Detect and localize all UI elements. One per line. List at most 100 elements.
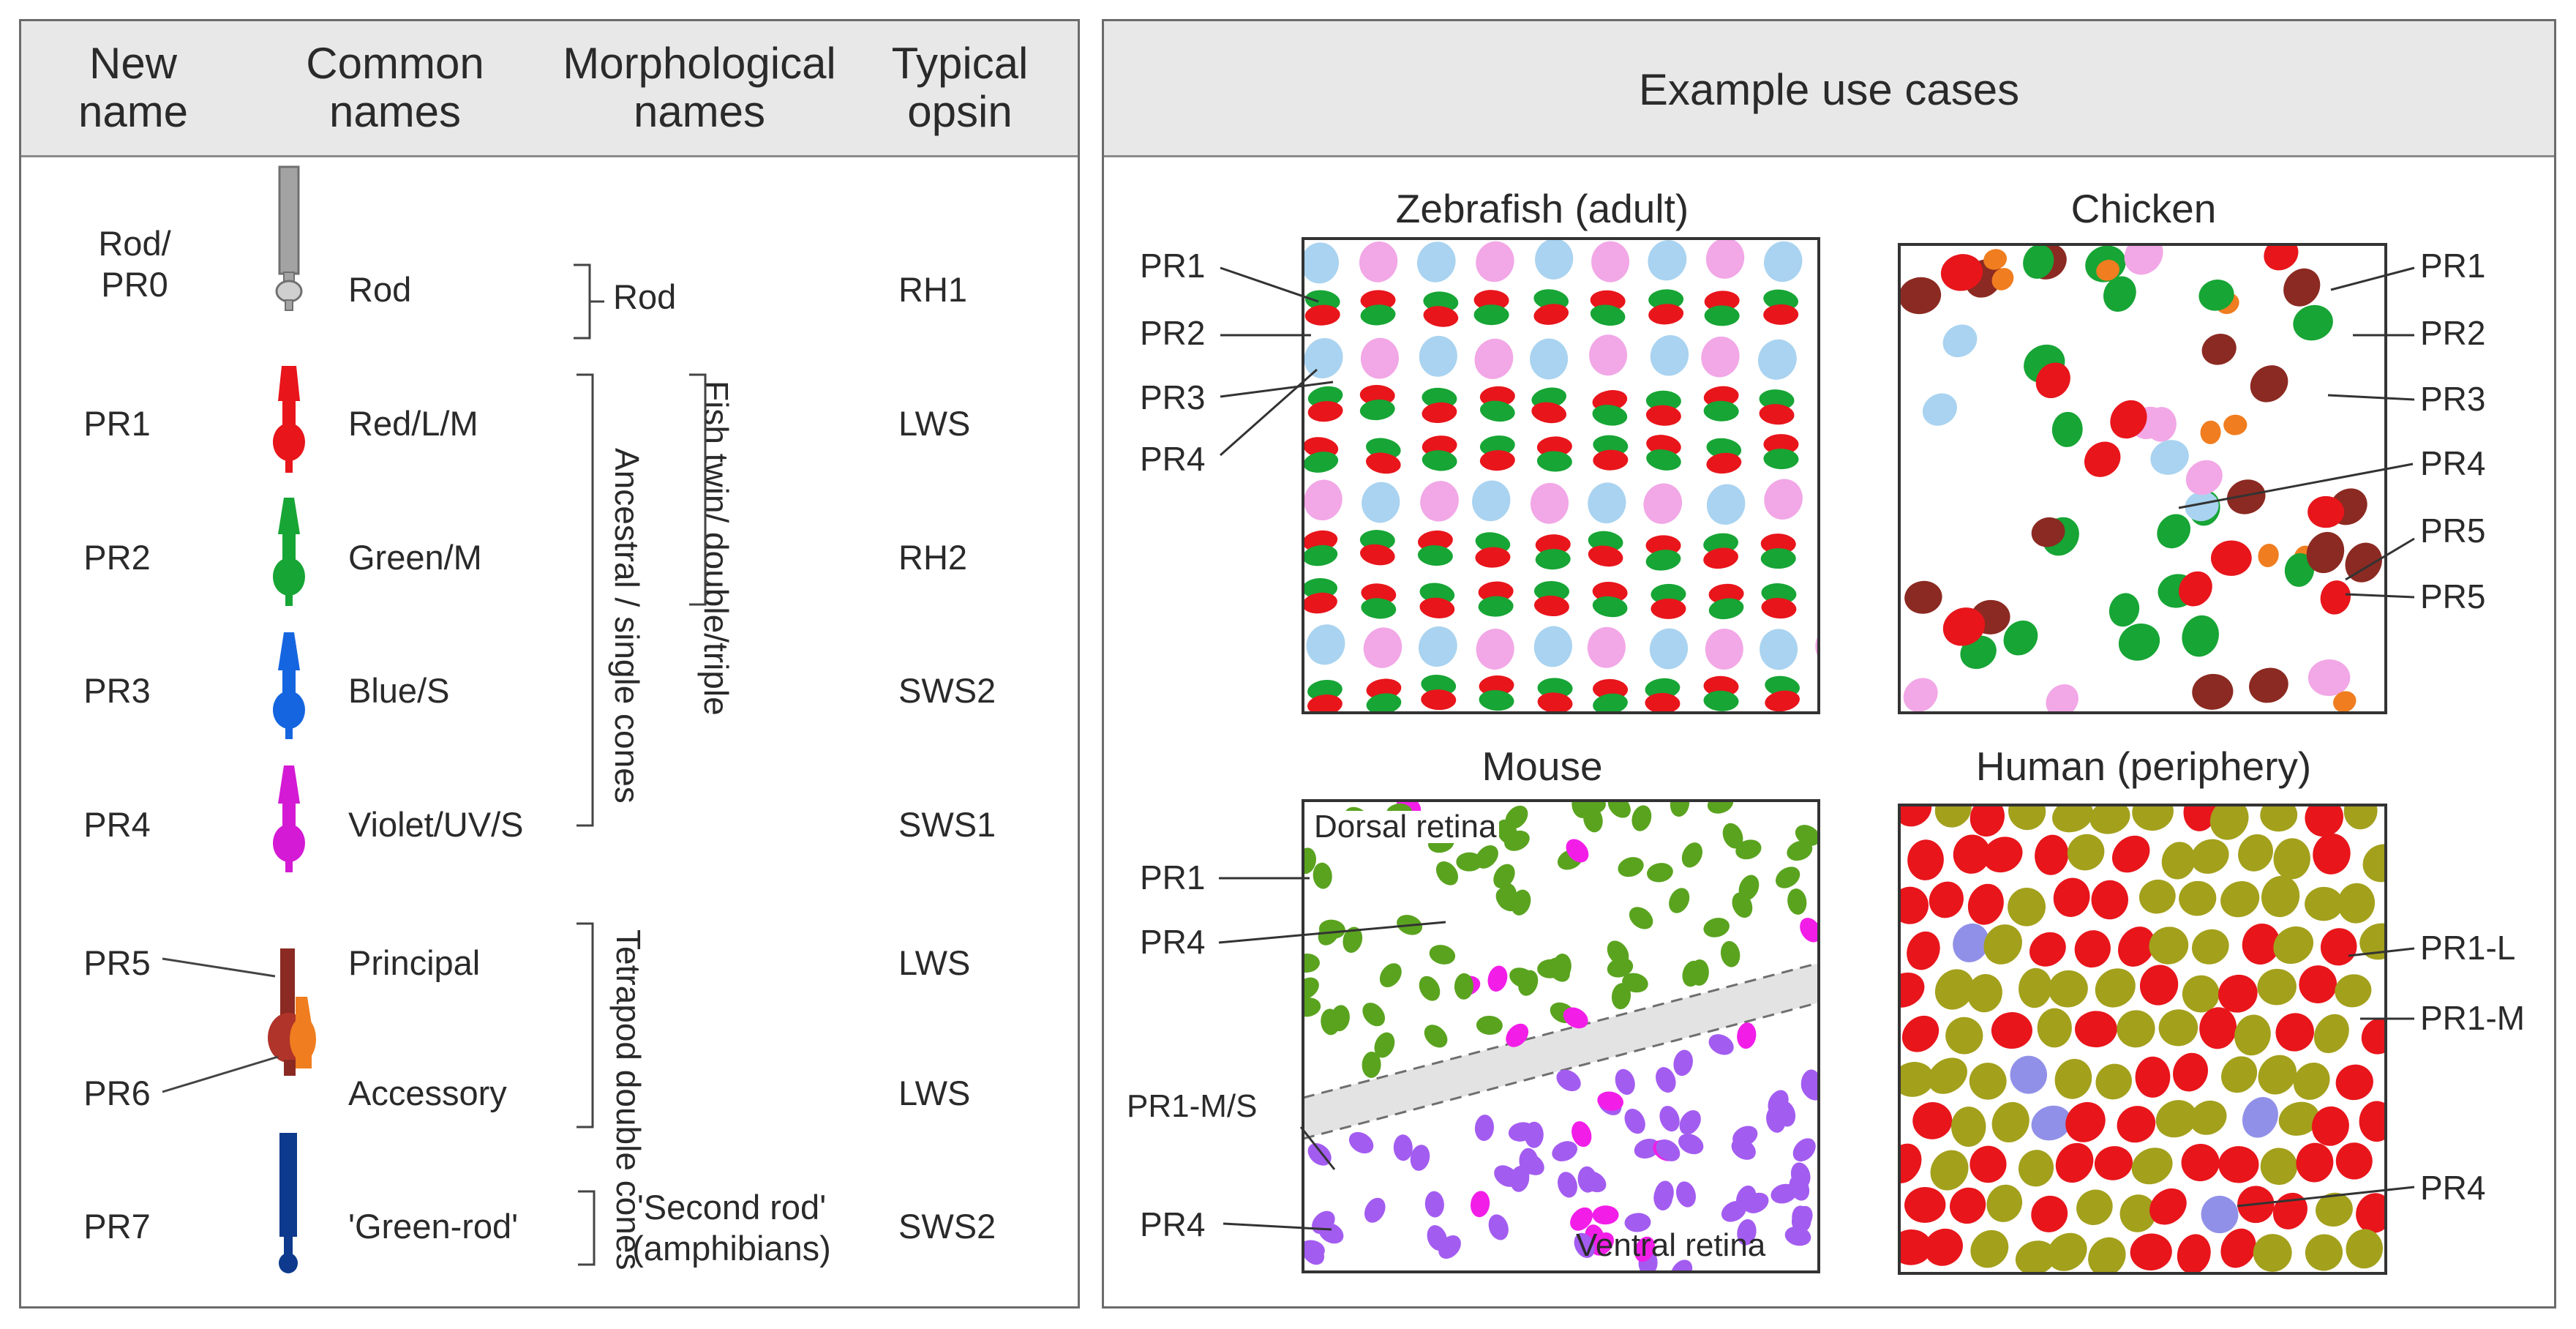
human-cone [2067, 834, 2105, 871]
mouse-cone [1689, 959, 1709, 986]
human-cone [2313, 1014, 2349, 1054]
human-cone [2361, 1018, 2386, 1055]
row-pr7-common-name: 'Green-rod' [348, 1207, 519, 1246]
zebrafish-double-cone-half [1593, 693, 1628, 713]
human-cone [2278, 1101, 2320, 1136]
chicken-pr4-leader [2178, 463, 2414, 509]
zebrafish-double-cone-half [1761, 597, 1797, 619]
zebrafish-double-cone-half [1303, 544, 1338, 566]
zebrafish-double-cone-half [1645, 405, 1681, 426]
zebrafish-double-cone-half [1473, 290, 1509, 311]
human-cone [2037, 1008, 2072, 1048]
zebrafish-uv-blue-cone [1472, 480, 1511, 522]
chicken-title: Chicken [2070, 186, 2217, 231]
human-cone [2343, 805, 2378, 830]
row-pr4-new-name: PR4 [83, 805, 151, 844]
rod-icon [275, 165, 303, 311]
mouse-cone [1737, 1218, 1757, 1246]
human-cone [1899, 1143, 1922, 1184]
human-cone [2220, 1228, 2256, 1268]
human-cone [2052, 805, 2094, 833]
chicken-cone [2333, 691, 2357, 713]
human-cone [2047, 1232, 2087, 1271]
mouse-cone [1454, 973, 1473, 1000]
row-pr5-opsin: LWS [898, 943, 971, 982]
chicken-label-pr3: PR3 [2420, 380, 2486, 418]
human-cone [2019, 967, 2052, 1008]
zebrafish-double-cone-half [1822, 596, 1858, 619]
mouse-cone [1708, 1034, 1734, 1055]
human-cone [2238, 834, 2273, 872]
mouse-cone [1775, 866, 1800, 888]
zebrafish-double-cone-half [1590, 304, 1626, 326]
human-cone [2335, 1064, 2373, 1101]
zebrafish-title: Zebrafish (adult) [1395, 186, 1689, 231]
row-pr7-new-name: PR7 [83, 1207, 151, 1246]
mouse-cone [1518, 970, 1539, 996]
human-cone [1930, 1150, 1969, 1191]
human-cone [2260, 805, 2298, 832]
mouse-cone [1476, 1015, 1503, 1035]
chicken-cone [2192, 673, 2234, 710]
double-cone-icon [268, 948, 316, 1076]
mouse-cone [1566, 839, 1589, 863]
mouse-title: Mouse [1482, 744, 1603, 789]
zebrafish-double-cone-half [1704, 305, 1740, 326]
chicken-cone [2084, 441, 2121, 477]
mouse-cone [1790, 1162, 1811, 1188]
chicken-cone [2250, 365, 2288, 403]
zebrafish-double-cone-half [1533, 580, 1569, 602]
mouse-cone [1669, 888, 1690, 913]
mouse-pr1ms-leader [1299, 1126, 1336, 1170]
human-cone [2346, 1229, 2383, 1269]
mouse-pr4-dorsal-leader [1218, 921, 1446, 944]
chicken-cone [1903, 678, 1938, 712]
chicken-cone [2210, 540, 2252, 576]
bracket-ancestral [577, 373, 594, 827]
chicken-cone [2182, 615, 2219, 657]
mouse-cone [1570, 1207, 1593, 1231]
human-cone [2273, 838, 2310, 880]
zebrafish-double-cone-half [1536, 721, 1574, 746]
chicken-cone [2023, 244, 2054, 279]
zebrafish-double-cone-half [1646, 723, 1681, 744]
mouse-cone [1548, 957, 1570, 982]
mouse-cone [1656, 1067, 1676, 1093]
mouse-cone [1571, 1121, 1592, 1148]
zebrafish-uv-blue-cone [1815, 626, 1819, 667]
zebrafish-pr1-leader [1220, 266, 1319, 303]
human-cone [2337, 883, 2376, 924]
human-cone [2130, 1233, 2172, 1270]
mouse-cone [1738, 875, 1760, 901]
chicken-cone [2035, 362, 2070, 399]
chicken-cone [2306, 531, 2345, 574]
zebrafish-double-cone-half [1763, 289, 1798, 311]
mouse-cone [1703, 918, 1730, 937]
row-pr1-opsin: LWS [898, 404, 971, 443]
mouse-cone [1659, 1106, 1680, 1132]
chicken-cone [1942, 607, 1986, 646]
chicken-label-pr4: PR4 [2420, 444, 2486, 482]
human-cone [2181, 1143, 2220, 1182]
zebrafish-label-pr3: PR3 [1140, 378, 1206, 416]
mouse-cone [1505, 805, 1528, 829]
zebrafish-uv-blue-cone [1760, 629, 1798, 670]
zebrafish-uv-blue-cone [1416, 242, 1456, 282]
human-cone [2173, 1052, 2208, 1092]
zebrafish-pr4-leader [1220, 368, 1318, 457]
row-pr5-common-name: Principal [348, 943, 481, 982]
zebrafish-uv-blue-cone [1701, 336, 1740, 378]
mouse-cone [1303, 847, 1316, 875]
chicken-cone [2109, 593, 2140, 627]
zebrafish-double-cone-half [1536, 451, 1572, 472]
human-cone [1986, 1184, 2023, 1222]
chicken-cone [2293, 304, 2333, 341]
human-cone [2359, 923, 2386, 960]
chicken-cone [2226, 479, 2266, 514]
chicken-cone [2307, 659, 2351, 697]
zebrafish-double-cone-half [1364, 738, 1402, 763]
morph-ancestral-label: Ancestral / single cones [608, 448, 646, 804]
zebrafish-double-cone-half [1537, 692, 1573, 713]
mouse-cone [1519, 1148, 1539, 1175]
zebrafish-double-cone-half [1422, 387, 1457, 408]
